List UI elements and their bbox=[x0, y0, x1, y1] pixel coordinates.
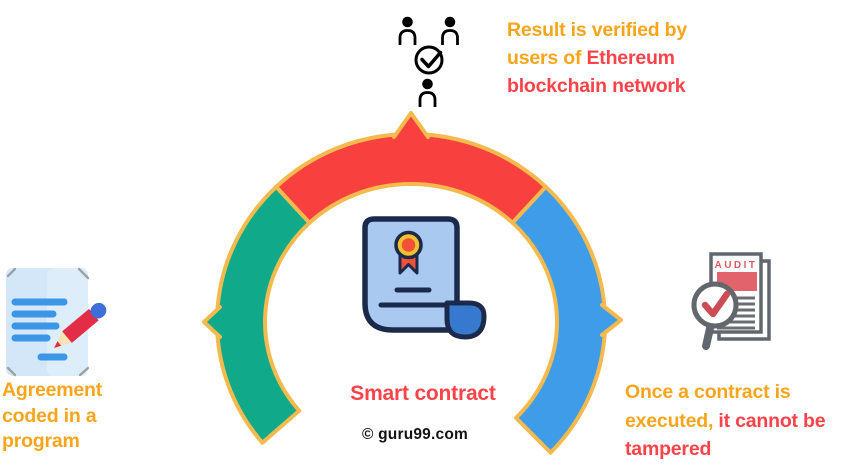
user-icon bbox=[398, 16, 417, 45]
user-icon bbox=[418, 78, 437, 107]
ring-spike-left bbox=[202, 305, 222, 339]
agreement-document-pencil-icon bbox=[6, 267, 107, 377]
scroll-curl bbox=[444, 300, 487, 340]
pencil-icon bbox=[54, 302, 107, 348]
document-sheet-fold bbox=[47, 268, 88, 376]
magnifier-lens bbox=[691, 281, 739, 329]
annotation-right-line3: tampered bbox=[625, 438, 712, 460]
annotation-top-line1: Result is verified by bbox=[507, 19, 688, 41]
magnifier-checkmark bbox=[701, 290, 731, 318]
ring-segment-green bbox=[215, 184, 312, 445]
ring-spike-right bbox=[600, 303, 623, 337]
annotation-left-line2: coded in a bbox=[2, 404, 97, 427]
annotation-top: Result is verified by users of Ethereum … bbox=[507, 16, 767, 100]
annotation-top-line2-red: Ethereum bbox=[586, 47, 675, 69]
smart-contract-scroll-icon bbox=[362, 216, 487, 340]
annotation-right: Once a contract is executed, it cannot b… bbox=[625, 378, 861, 464]
scroll-text-lines bbox=[378, 287, 447, 308]
annotation-left-line1: Agreement bbox=[2, 379, 103, 401]
check-circle-icon bbox=[414, 45, 444, 75]
user-icon bbox=[441, 16, 459, 45]
annotation-left: Agreement coded in a program bbox=[2, 378, 162, 455]
annotation-right-line2-orange: executed, bbox=[625, 409, 719, 432]
watermark: © guru99.com bbox=[362, 426, 468, 443]
document-corner-marks bbox=[6, 267, 90, 377]
annotation-top-line2-orange: users of bbox=[507, 47, 587, 69]
audit-title-text: AUDIT bbox=[714, 260, 757, 271]
ring-segment-blue bbox=[510, 184, 608, 455]
annotation-right-line2-red: it cannot be bbox=[718, 409, 826, 432]
center-label: Smart contract bbox=[350, 382, 496, 405]
document-text-lines bbox=[11, 298, 68, 361]
annotation-top-line3: blockchain network bbox=[507, 75, 686, 97]
audit-magnifier-icon: AUDIT bbox=[691, 252, 771, 350]
annotation-right-line1: Once a contract is bbox=[625, 381, 791, 403]
annotation-left-line3: program bbox=[2, 430, 80, 452]
ribbon-rosette-center bbox=[401, 238, 416, 252]
ring-spike-top bbox=[392, 111, 430, 139]
users-verification-icon bbox=[398, 16, 459, 107]
scroll-body bbox=[362, 216, 460, 333]
